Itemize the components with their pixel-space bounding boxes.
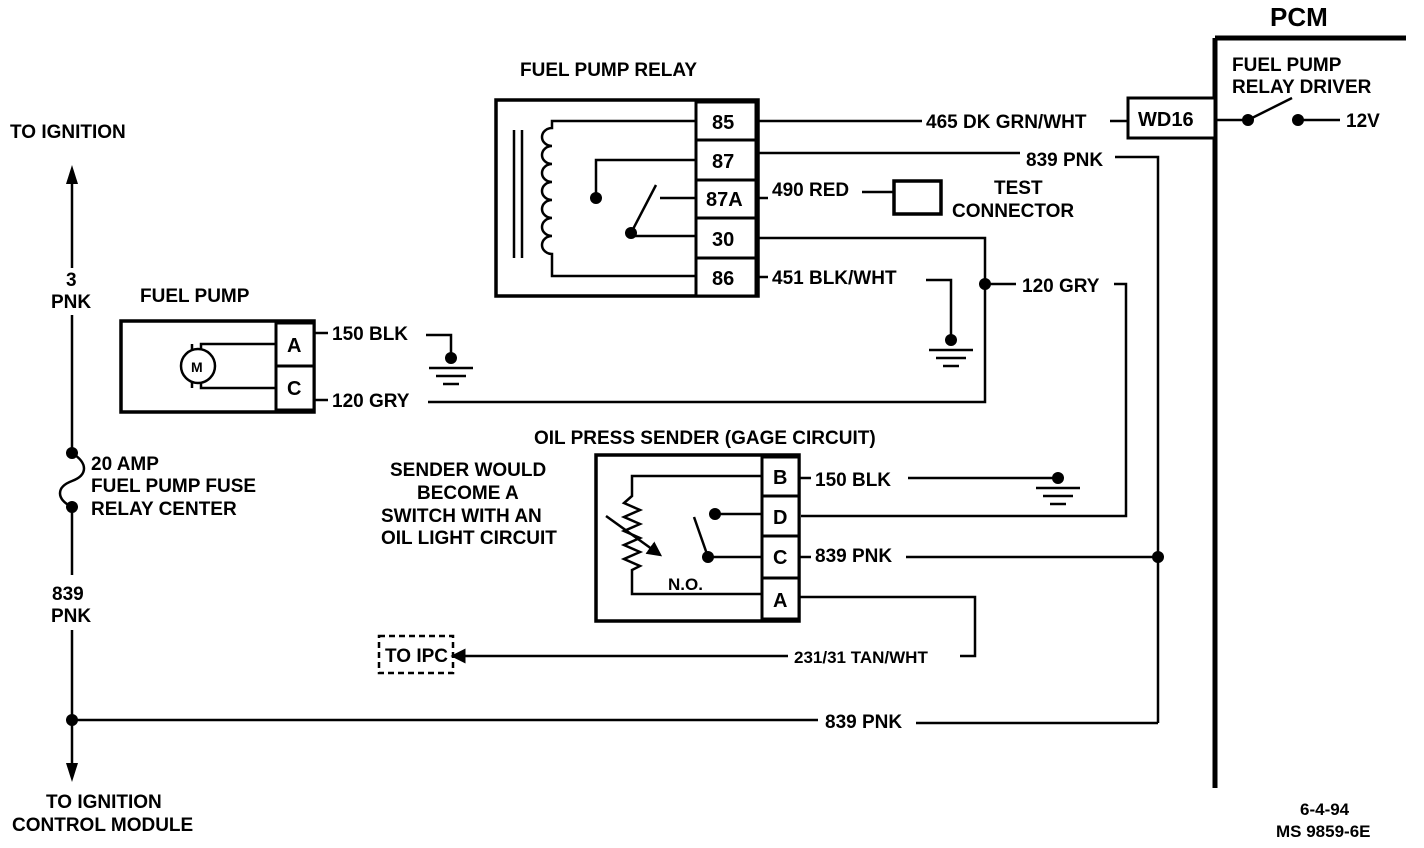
oil-sender-pin-d — [760, 494, 801, 538]
fuel-pump-internal-wire-c — [199, 382, 276, 390]
fuel-pump-pin-c-label: C — [287, 378, 301, 400]
relay-coil — [540, 119, 696, 278]
relay-pin-86-label: 86 — [712, 268, 734, 290]
junction-839-sender — [1152, 551, 1164, 563]
relay-pin-30-label: 30 — [712, 229, 734, 251]
wd16-label: WD16 — [1138, 109, 1194, 131]
pcm: PCM FUEL PUMP RELAY DRIVER 12V WD16 — [1126, 2, 1406, 788]
arrow-down-icon — [66, 763, 78, 782]
footer-code: MS 9859-6E — [1276, 822, 1371, 841]
oil-sender-title: OIL PRESS SENDER (GAGE CIRCUIT) — [534, 428, 876, 449]
sender-note-line-1: SENDER WOULD — [390, 460, 546, 481]
relay-pin-85-label: 85 — [712, 112, 734, 134]
fuse-icon — [58, 451, 86, 509]
wire-465-label: 465 DK GRN/WHT — [926, 112, 1087, 133]
sender-note-line-3: SWITCH WITH AN — [381, 506, 542, 527]
fuse-label-3: RELAY CENTER — [91, 499, 237, 520]
wire-839-top-label: 839 PNK — [1026, 150, 1103, 171]
pcm-driver-label-1: FUEL PUMP — [1232, 55, 1342, 76]
pcm-driver-label-2: RELAY DRIVER — [1232, 77, 1372, 98]
ground-symbol-relay — [929, 334, 973, 368]
oil-sender-pin-b-label: B — [773, 467, 787, 489]
oil-sender-pin-a — [760, 576, 801, 621]
ipc-label: TO IPC — [385, 646, 448, 667]
pcm-voltage: 12V — [1346, 111, 1380, 132]
wire-150-pump-label: 150 BLK — [332, 324, 408, 345]
relay-pin-87a-label: 87A — [706, 189, 743, 211]
oil-sender-pin-b — [760, 455, 801, 498]
ground-symbol-sender — [1036, 472, 1080, 506]
fuel-pump-internal-wire-a — [199, 342, 276, 350]
footer-date: 6-4-94 — [1300, 800, 1350, 819]
wire-839-sender-label: 839 PNK — [815, 546, 892, 567]
wire-120-pump-label: 120 GRY — [332, 391, 410, 412]
wire-30-feed — [756, 236, 987, 284]
wire-490-label: 490 RED — [772, 180, 849, 201]
relay-pin-87-label: 87 — [712, 151, 734, 173]
wire-839-vertical — [1115, 155, 1160, 723]
ipc-connector — [377, 634, 455, 675]
to-icm-label-2: CONTROL MODULE — [12, 815, 193, 836]
arrow-up-icon — [66, 165, 78, 184]
sender-note-line-2: BECOME A — [417, 483, 519, 504]
test-connector-label-1: TEST — [994, 178, 1043, 199]
wire-3-color: PNK — [51, 292, 91, 313]
wire-839-bottom-label: 839 PNK — [825, 712, 902, 733]
wire-839-left-number: 839 — [52, 584, 84, 605]
sender-note: SENDER WOULD BECOME A SWITCH WITH AN OIL… — [381, 460, 557, 549]
motor-icon — [179, 347, 217, 385]
oil-sender-pin-c-label: C — [773, 547, 787, 569]
pcm-title: PCM — [1270, 2, 1328, 32]
oil-sender-pin-a-label: A — [773, 590, 787, 612]
fuel-pump-title: FUEL PUMP — [140, 286, 250, 307]
relay-armature — [629, 184, 658, 234]
oil-press-sender: OIL PRESS SENDER (GAGE CIRCUIT) B D C A … — [534, 428, 876, 623]
relay-title: FUEL PUMP RELAY — [520, 60, 697, 81]
wd16-terminal — [1126, 96, 1217, 140]
fuel-pump-relay: FUEL PUMP RELAY 85 87 87A 30 86 — [494, 60, 760, 298]
wire-231 — [799, 595, 977, 658]
oil-sender-pin-d-label: D — [773, 507, 787, 529]
wire-150-sender-label: 150 BLK — [815, 470, 891, 491]
wire-839-left-color: PNK — [51, 606, 91, 627]
wire-451-label: 451 BLK/WHT — [772, 268, 897, 289]
wire-3-number: 3 — [66, 270, 77, 291]
wire-120-top-label: 120 GRY — [1022, 276, 1100, 297]
to-ignition-label: TO IGNITION — [10, 122, 126, 143]
oil-switch-contact — [709, 508, 721, 520]
oil-sender-pin-c — [760, 534, 801, 580]
test-connector-label-2: CONNECTOR — [952, 201, 1074, 222]
fuel-pump-pin-a-label: A — [287, 335, 301, 357]
ground-symbol-pump — [429, 352, 473, 386]
fuse-label-2: FUEL PUMP FUSE — [91, 476, 256, 497]
wire-231-label: 231/31 TAN/WHT — [794, 648, 928, 667]
wire-150-pump — [426, 333, 453, 358]
left-circuit: TO IGNITION 3 PNK 20 AMP FUEL PUMP FUSE … — [10, 122, 256, 836]
oil-switch-arm — [692, 516, 710, 558]
wire-120-to-sender-d — [801, 282, 1128, 518]
junction-839-left — [66, 714, 78, 726]
relay-contact-87 — [594, 158, 696, 198]
fuse-label-1: 20 AMP — [91, 454, 159, 475]
wire-120-to-pump — [428, 284, 987, 404]
variable-resistor-arrow — [605, 514, 663, 557]
sender-note-line-4: OIL LIGHT CIRCUIT — [381, 528, 557, 549]
relay-driver-switch — [1215, 96, 1340, 126]
switch-state-label: N.O. — [668, 575, 703, 594]
motor-label: M — [191, 359, 203, 375]
test-connector — [892, 179, 943, 216]
to-icm-label-1: TO IGNITION — [46, 792, 162, 813]
fuel-pump: FUEL PUMP A C M — [119, 286, 316, 414]
relay-contact-87-point — [590, 192, 602, 204]
wire-451 — [926, 278, 953, 340]
